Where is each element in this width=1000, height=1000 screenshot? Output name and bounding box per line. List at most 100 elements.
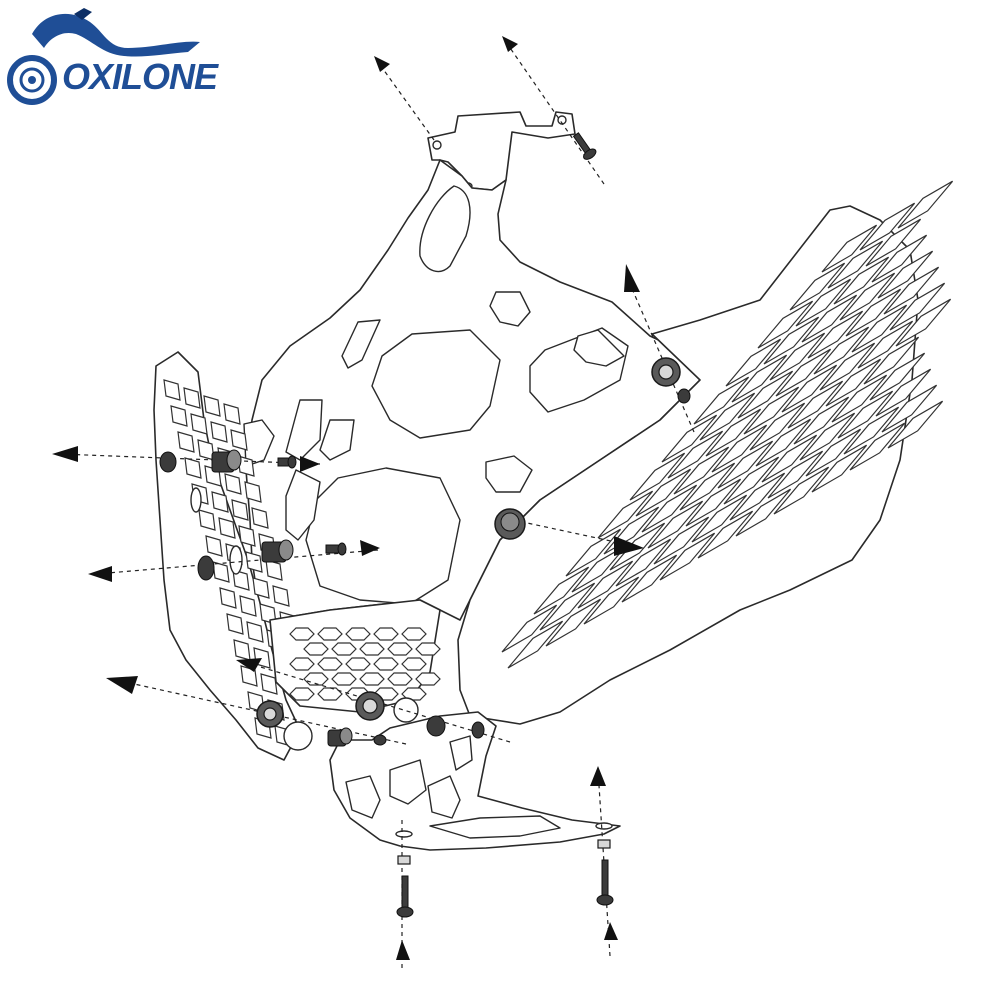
mesh-cell <box>755 418 812 467</box>
side-grille-cell <box>232 569 250 591</box>
mesh-cell <box>699 392 756 441</box>
bolt-bottom-right <box>596 839 614 906</box>
hex-cell <box>303 642 329 656</box>
mesh-cell <box>621 554 678 603</box>
side-grille-cell <box>272 585 290 607</box>
side-grille-cell <box>244 481 262 503</box>
hex-cell <box>289 657 315 671</box>
side-grille-cell <box>231 499 249 521</box>
mesh-cell <box>717 440 774 489</box>
mesh-cell <box>743 386 800 435</box>
side-grille-cell <box>226 613 244 635</box>
mesh-cell <box>711 424 768 473</box>
side-grille-cell <box>265 559 283 581</box>
side-grille-cell <box>223 403 241 425</box>
mesh-cell <box>883 266 940 315</box>
arrow-right-upper-bolt <box>300 456 320 472</box>
side-grille-cell <box>198 509 216 531</box>
side-grille-cell <box>251 507 269 529</box>
mesh-cell <box>697 510 754 559</box>
mesh-cell <box>565 528 622 577</box>
mesh-cell <box>661 414 718 463</box>
mesh-cell <box>729 472 786 521</box>
hex-cell <box>387 642 413 656</box>
mesh-cell <box>869 352 926 401</box>
mesh-cell <box>507 620 564 669</box>
side-grille-cell <box>177 431 195 453</box>
hex-cell <box>401 627 427 641</box>
mesh-cell <box>811 444 868 493</box>
mesh-cell <box>775 348 832 397</box>
mesh-cell <box>787 380 844 429</box>
mesh-cell <box>843 406 900 455</box>
mesh-cell <box>833 256 890 305</box>
mesh-cell <box>691 494 748 543</box>
mesh-cell <box>851 304 908 353</box>
mesh-cell <box>577 560 634 609</box>
arrow-up-mesh-bolt <box>624 264 640 292</box>
hex-cell <box>345 657 371 671</box>
mesh-cell <box>735 488 792 537</box>
mesh-cell <box>795 278 852 327</box>
mesh-cell <box>849 422 906 471</box>
direction-arrows <box>52 36 644 960</box>
mesh-cell <box>615 538 672 587</box>
side-grille-cell <box>210 421 228 443</box>
main-mesh-grille <box>457 180 954 725</box>
hex-cell <box>317 627 343 641</box>
side-grille-cell <box>224 473 242 495</box>
mesh-cell <box>897 180 954 229</box>
mesh-cell <box>799 412 856 461</box>
side-grille-cell <box>203 395 221 417</box>
brand-logo: OXILONE <box>4 4 244 114</box>
mesh-cell <box>813 326 870 375</box>
mesh-cell <box>865 218 922 267</box>
mesh-cell <box>827 240 884 289</box>
mesh-cell <box>647 500 704 549</box>
mesh-cell <box>801 294 858 343</box>
hex-cell <box>317 657 343 671</box>
mesh-cell <box>875 368 932 417</box>
mesh-cell <box>705 408 762 457</box>
side-grille-cell <box>230 429 248 451</box>
mesh-cell <box>749 402 806 451</box>
side-grille-cell <box>238 525 256 547</box>
mesh-cell <box>545 598 602 647</box>
mesh-cell <box>659 532 716 581</box>
mesh-cell <box>737 370 794 419</box>
mesh-cell <box>731 354 788 403</box>
washer-lower-center <box>355 691 385 721</box>
mesh-cells <box>501 180 954 669</box>
arrow-up-right-bracket <box>590 766 606 786</box>
mesh-cell <box>837 390 894 439</box>
bolt-top <box>572 132 597 160</box>
hex-cell <box>359 672 385 686</box>
side-grille-cell <box>218 517 236 539</box>
mesh-cell <box>693 376 750 425</box>
mesh-cell <box>533 566 590 615</box>
mesh-cell <box>839 272 896 321</box>
hex-cell <box>401 657 427 671</box>
mesh-cell <box>673 446 730 495</box>
hex-cell <box>373 627 399 641</box>
mesh-cell <box>629 452 686 501</box>
mesh-cell <box>825 358 882 407</box>
hex-cell <box>415 642 441 656</box>
mesh-cell <box>685 478 742 527</box>
mesh-cell <box>763 316 820 365</box>
main-frame <box>243 159 701 621</box>
mesh-cell <box>597 490 654 539</box>
hex-cell <box>359 642 385 656</box>
side-grille-cell <box>183 387 201 409</box>
side-grille-cell <box>211 491 229 513</box>
arrow-up-left-top-right <box>502 36 518 52</box>
mesh-cell <box>845 288 902 337</box>
mesh-cell <box>793 396 850 445</box>
hex-cell <box>373 657 399 671</box>
mesh-cell <box>773 466 830 515</box>
mesh-cell <box>767 450 824 499</box>
mesh-cell <box>805 428 862 477</box>
mesh-cell <box>635 468 692 517</box>
mesh-cell <box>653 516 710 565</box>
